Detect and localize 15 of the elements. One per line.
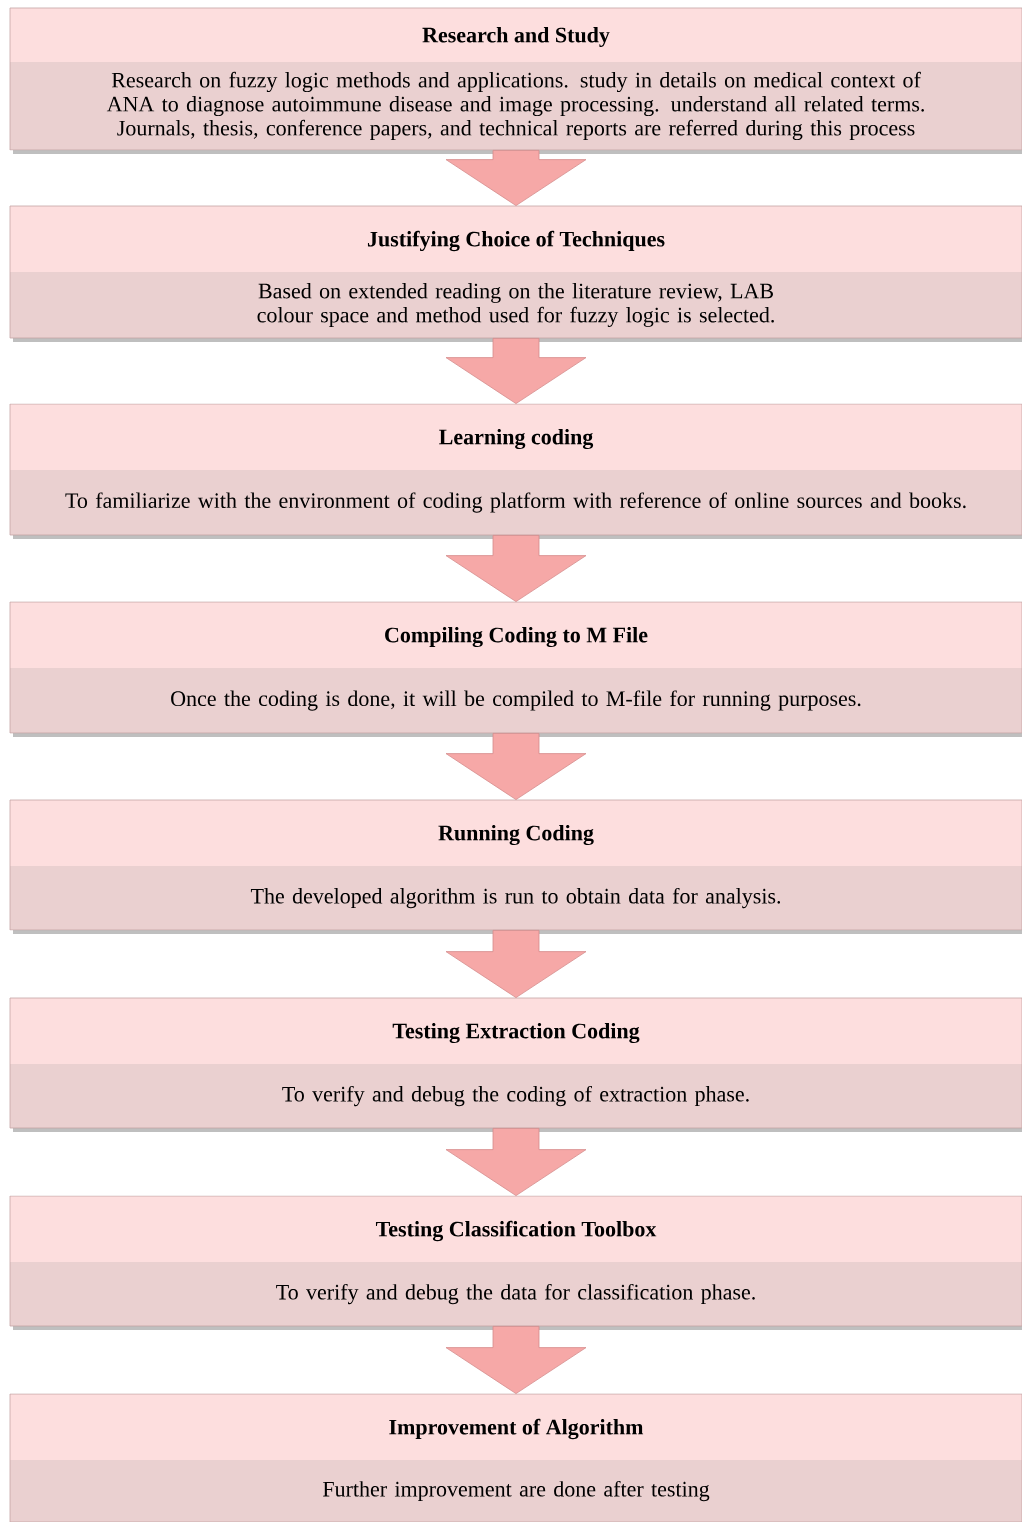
- process-box: Testing Classification Toolbox To verify and debug the data for classification phase.: [9, 1195, 1022, 1330]
- process-box: Research and Study Research on fuzzy logic methods and applications. study in details on medical context of ANA to diagnose autoimmune disease and image processing. understand all related terms. Journals, thesis, conference papers, and technical reports are referred during this process: [9, 7, 1022, 154]
- process-box: Compiling Coding to M File Once the coding is done, it will be compiled to M-file for running purposes.: [9, 601, 1022, 737]
- block-arrow: [445, 1326, 587, 1394]
- block-arrow: [445, 1128, 587, 1196]
- block-arrow: [445, 733, 587, 800]
- process-box: Improvement of Algorithm Further improvement are done after testing: [9, 1393, 1022, 1522]
- process-box: Running Coding The developed algorithm is run to obtain data for analysis.: [9, 799, 1022, 934]
- process-box: Justifying Choice of Techniques Based on extended reading on the literature review, LAB colour space and method used for fuzzy logic is selected.: [9, 205, 1022, 342]
- process-box: Learning coding To familiarize with the environment of coding platform with reference of online sources and books.: [9, 403, 1022, 539]
- process-box: Testing Extraction Coding To verify and debug the coding of extraction phase.: [9, 997, 1022, 1132]
- block-arrow: [445, 930, 587, 998]
- block-arrow: [445, 150, 587, 206]
- block-arrow: [445, 535, 587, 602]
- block-arrow: [445, 338, 587, 404]
